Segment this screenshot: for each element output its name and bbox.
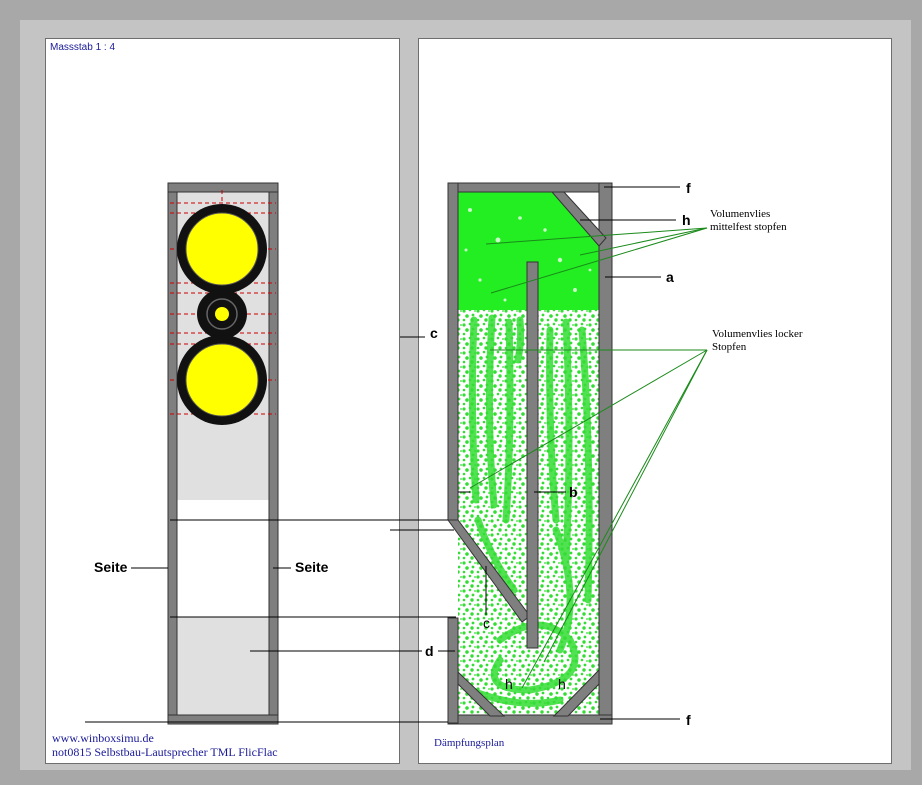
- top-board: [447, 182, 613, 193]
- top-board: [167, 182, 279, 193]
- tweeter-icon: [197, 289, 247, 339]
- leader-lines: [85, 186, 680, 723]
- label-h-bottom-right: h: [558, 676, 566, 692]
- note-firm-line2: mittelfest stopfen: [710, 221, 787, 233]
- side-board-right: [268, 182, 279, 724]
- damping-plan-label: Dämpfungsplan: [434, 737, 505, 749]
- back-board: [598, 182, 613, 724]
- front-board-upper: [447, 182, 459, 521]
- corner-deflector-bottom-right: [552, 668, 600, 717]
- bottom-board: [167, 714, 279, 725]
- corner-deflector-bottom-left: [457, 670, 506, 717]
- label-seite-right: Seite: [295, 559, 329, 575]
- woofer-icon: [177, 204, 267, 294]
- label-h-top: h: [682, 212, 691, 228]
- label-c-slant: c: [483, 615, 490, 631]
- note-firm-line1: Volumenvlies: [710, 208, 771, 220]
- partition-board: [526, 261, 539, 649]
- firm-damping-fill: [458, 192, 599, 310]
- corner-deflector-top: [550, 191, 607, 247]
- note-leaders: [469, 227, 708, 689]
- damping-plan-cabinet: [447, 182, 613, 725]
- note-loose-line2: Stopfen: [712, 341, 747, 353]
- label-seite-left: Seite: [94, 559, 128, 575]
- woofer-icon: [177, 335, 267, 425]
- project-title: not0815 Selbstbau-Lautsprecher TML FlicF…: [52, 745, 278, 759]
- lower-baffle-area: [176, 617, 270, 717]
- website-link[interactable]: www.winboxsimu.de: [52, 731, 154, 745]
- label-a: a: [666, 269, 674, 285]
- note-loose-line1: Volumenvlies locker: [712, 328, 803, 340]
- side-board-left: [167, 182, 178, 724]
- label-f-bottom: f: [686, 712, 691, 728]
- label-f-top: f: [686, 180, 691, 196]
- bottom-board: [447, 714, 613, 725]
- front-board-lower: [447, 617, 459, 724]
- scale-label: Massstab 1 : 4: [50, 42, 116, 53]
- label-d: d: [425, 643, 434, 659]
- label-b: b: [569, 484, 578, 500]
- label-c-top: c: [430, 325, 438, 341]
- label-h-bottom-left: h: [505, 676, 513, 692]
